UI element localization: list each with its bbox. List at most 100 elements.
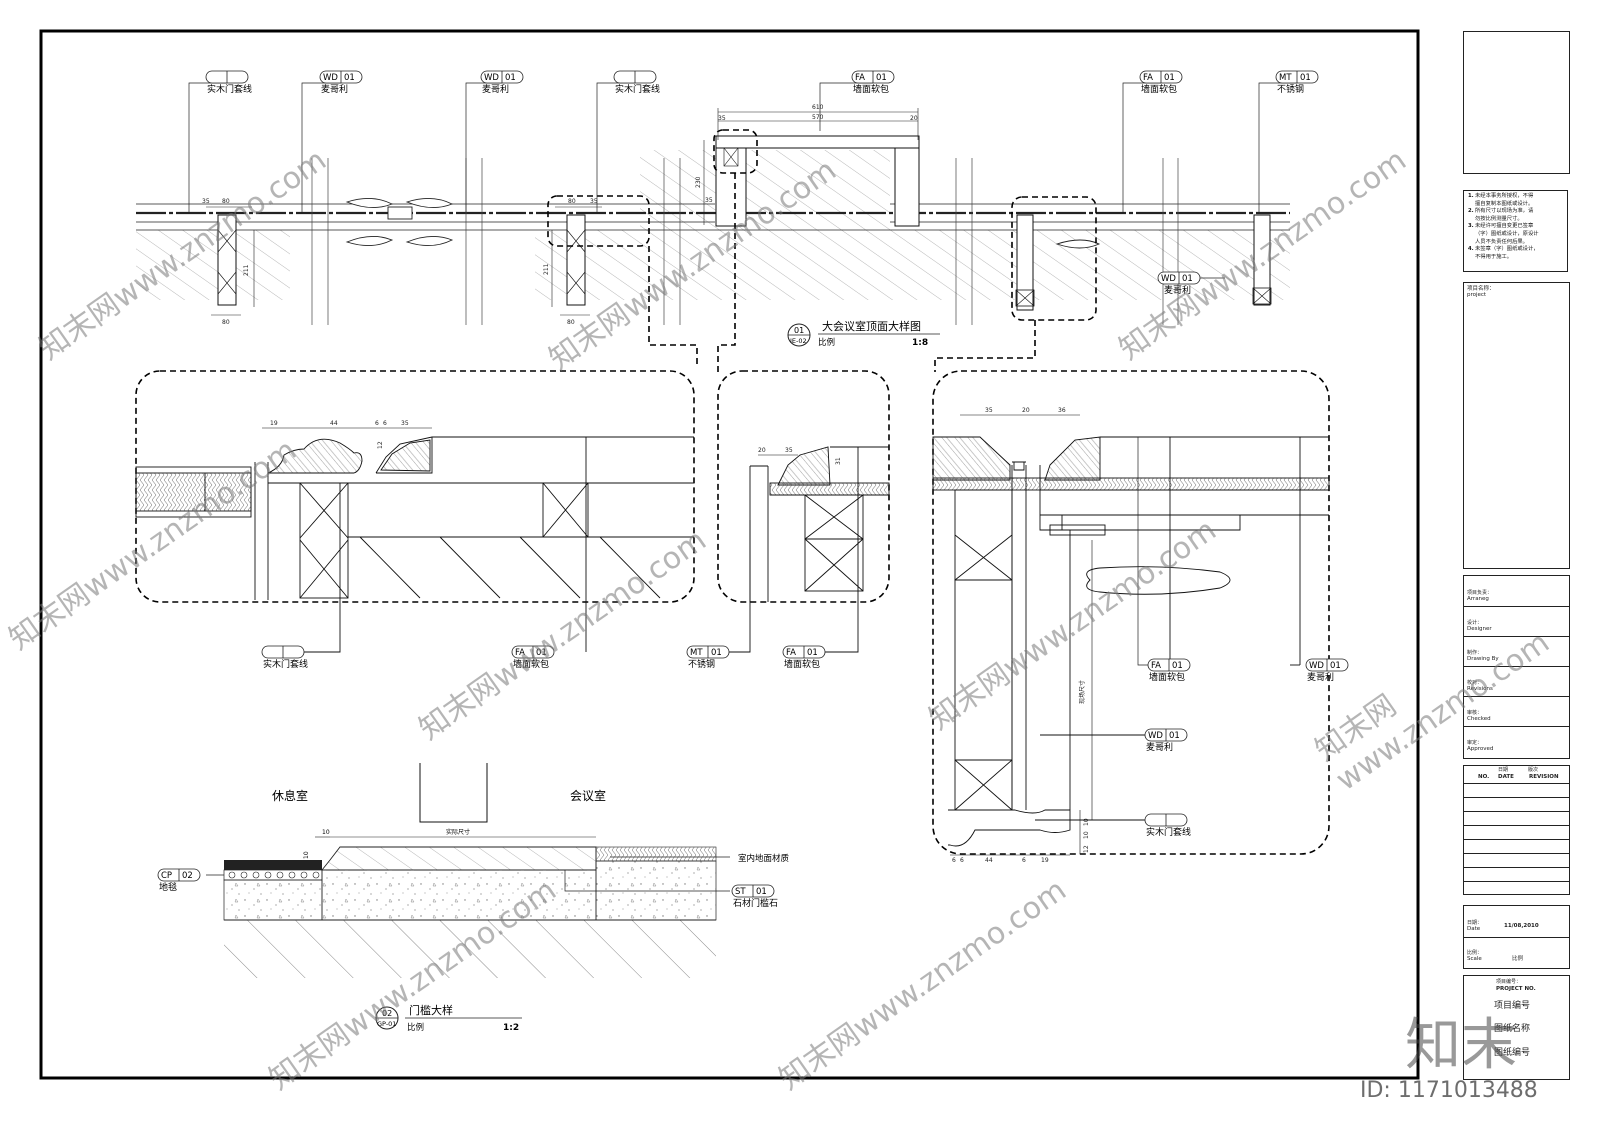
dim-label: 10	[1083, 818, 1090, 826]
tag-label: 麦哥利	[1307, 671, 1334, 683]
rev-row	[1464, 811, 1569, 812]
dim-label: 6	[952, 857, 956, 864]
rev-row	[1464, 797, 1569, 798]
dim-label: 211	[243, 264, 250, 276]
tag-label: 墙面软包	[1141, 83, 1177, 95]
tag-label: 实木门套线	[1146, 826, 1191, 838]
note-num: 3.	[1468, 223, 1474, 230]
title-num: 01	[794, 326, 804, 335]
dim-label: 35	[705, 197, 713, 204]
rev-row	[1464, 783, 1569, 784]
dim-label: 6	[383, 420, 387, 427]
callout-tag: 实木门套线	[188, 70, 252, 212]
tag-code: ST	[735, 887, 746, 897]
note-line: 4.未签章（字）图纸或设计，	[1468, 246, 1563, 254]
note-line: 擅自复制本图纸或设计。	[1468, 201, 1563, 209]
title-text: 门槛大样	[409, 1003, 453, 1017]
revision-box: 日期 版次 NO. DATE REVISION	[1463, 765, 1570, 895]
dim-label: 10	[303, 851, 310, 859]
date-cn: 日期：	[1467, 920, 1483, 926]
callout-tag: 实木门套线	[1144, 813, 1191, 838]
notes-box: 1.未经本事务所授权，不得擅自复制本图纸或设计。2.所有尺寸以现场为准，请勿按比…	[1463, 190, 1568, 272]
row-label-en: Arraneg	[1467, 596, 1489, 602]
dim-label: 实际尺寸	[446, 828, 470, 836]
tag-num: 01	[536, 648, 547, 658]
tag-label: 麦哥利	[1146, 741, 1173, 753]
tag-code: WD	[1148, 731, 1163, 741]
tag-label: 实木门套线	[615, 83, 660, 95]
rev-row	[1464, 881, 1569, 882]
note-line: 1.未经本事务所授权，不得	[1468, 193, 1563, 201]
dim-label: 31	[835, 457, 842, 465]
tag-label: 地毯	[159, 881, 177, 893]
rev-date-cn: 日期	[1498, 767, 1509, 773]
title-scale: 1:8	[912, 338, 928, 348]
project-label-cn: 项目名称：	[1467, 286, 1495, 292]
note-text: 所有尺寸以现场为准，请	[1475, 208, 1534, 215]
note-text: 未经许可擅自变更已签章	[1475, 223, 1534, 230]
logo-box	[1463, 31, 1570, 174]
floor-label: 室内地面材质	[738, 853, 790, 864]
scale-value: 比例	[1512, 956, 1524, 962]
tag-label: 麦哥利	[1164, 284, 1191, 296]
tag-label: 墙面软包	[513, 658, 549, 670]
project-label-en: project	[1467, 292, 1487, 298]
projno-cn: 项目编号：	[1496, 979, 1522, 985]
project-box: 项目名称： project	[1463, 282, 1570, 569]
dim-label: 6	[1022, 857, 1026, 864]
dim-label: 35	[785, 447, 793, 454]
title-threshold: 02 GP-01 门槛大样 比例 1:2	[375, 1003, 522, 1033]
note-num: 2.	[1468, 208, 1474, 215]
tag-label: 不锈钢	[1277, 83, 1304, 95]
note-line: （字）图纸或设计，原设计	[1468, 231, 1563, 239]
row-label-cn: 项目负责：	[1467, 590, 1493, 596]
note-line: 2.所有尺寸以现场为准，请	[1468, 208, 1563, 216]
tag-num: 01	[1164, 73, 1175, 83]
projno-big: 项目编号	[1494, 1001, 1531, 1011]
tag-num: 01	[1169, 731, 1180, 741]
row-label-en: Checked	[1467, 716, 1491, 722]
tag-label: 墙面软包	[784, 658, 820, 670]
title-main: 01 IE-02 大会议室顶面大样图 比例 1:8	[787, 319, 940, 348]
tag-num: 02	[182, 871, 193, 881]
note-text: 不得用于施工。	[1475, 253, 1513, 260]
row-label-en: Approved	[1467, 746, 1494, 752]
room-left: 休息室	[272, 788, 308, 803]
tag-code: WD	[1309, 661, 1324, 671]
dim-label: 80	[222, 319, 230, 326]
title-ref: GP-01	[377, 1020, 396, 1028]
tag-num: 01	[1300, 73, 1311, 83]
note-line: 不得用于施工。	[1468, 254, 1563, 262]
rev-row	[1464, 867, 1569, 868]
note-line: 3.未经许可擅自变更已签章	[1468, 223, 1563, 231]
dim-label: 20	[1022, 407, 1030, 414]
title-scale-label: 比例	[407, 1022, 424, 1033]
tag-code: FA	[855, 73, 865, 83]
date-value: 11/08,2010	[1504, 923, 1539, 929]
tag-label: 麦哥利	[482, 83, 509, 95]
callout-tag: 实木门套线	[596, 70, 660, 212]
tag-code: WD	[323, 73, 338, 83]
callout-tag: 实木门套线	[261, 645, 308, 670]
drawing-no-big: 图纸编号	[1494, 1048, 1531, 1058]
tag-label: 石材门槛石	[733, 897, 778, 909]
dim-label: 现场尺寸	[1078, 680, 1086, 704]
room-right: 会议室	[570, 788, 606, 803]
row-label-en: Designer	[1467, 626, 1492, 632]
dim-label: 19	[270, 420, 278, 427]
watermark-id: ID: 1171013488	[1360, 1078, 1538, 1103]
note-line: 人员不负责任何后果。	[1468, 239, 1563, 247]
title-text: 大会议室顶面大样图	[822, 319, 921, 333]
row-label-en: Drawing By	[1467, 656, 1499, 662]
title-scale: 1:2	[503, 1023, 519, 1033]
tag-label: 麦哥利	[321, 83, 348, 95]
drawing-no-box: 项目编号： PROJECT NO. 项目编号 图纸名称 图纸编号	[1463, 975, 1570, 1080]
